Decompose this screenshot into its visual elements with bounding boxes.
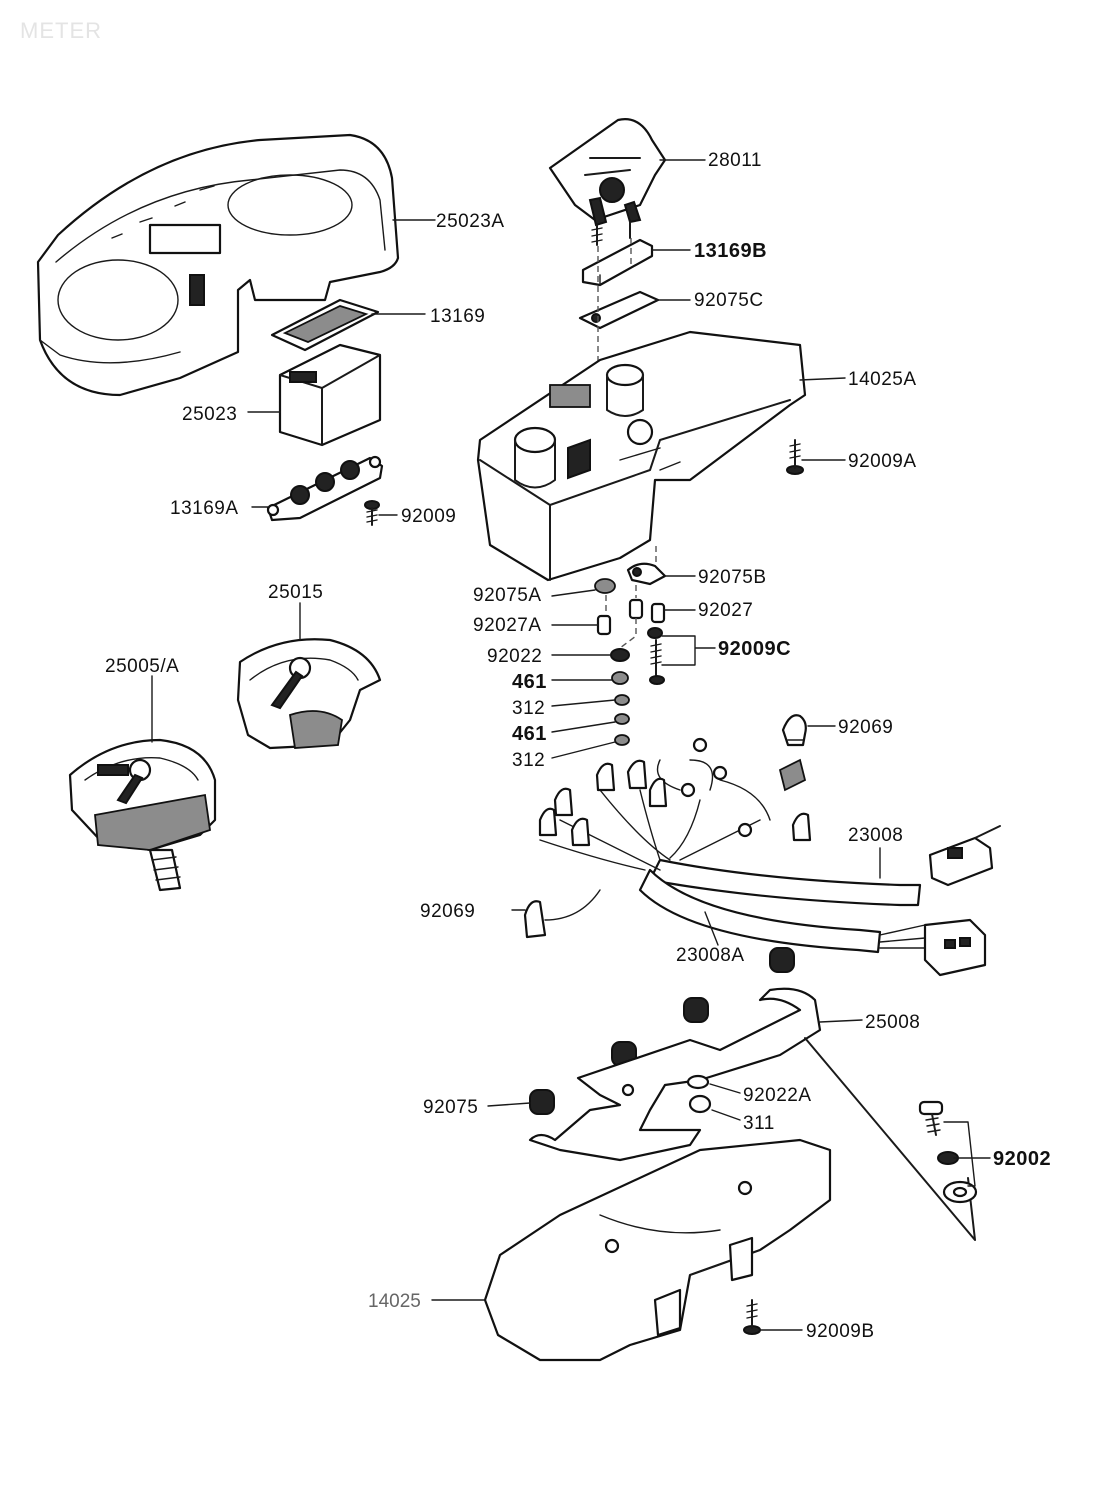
label-92075C: 92075C <box>694 290 764 311</box>
fastener-stack-drawing <box>594 562 667 746</box>
label-25023A: 25023A <box>436 211 505 232</box>
wiring-harness-drawing <box>523 737 1001 977</box>
screw-92009B-drawing <box>743 1299 761 1335</box>
label-25015: 25015 <box>268 582 323 603</box>
lamp-assembly-28011-drawing <box>548 118 667 227</box>
label-14025A: 14025A <box>848 369 917 390</box>
leader-lines <box>151 159 991 1331</box>
label-23008: 23008 <box>848 825 903 846</box>
screw-92009A-drawing <box>786 439 804 475</box>
label-92009: 92009 <box>401 506 456 527</box>
label-25005A: 25005/A <box>105 656 179 677</box>
label-92002: 92002 <box>993 1148 1051 1170</box>
page-header-title: METER <box>20 18 102 43</box>
label-311: 311 <box>743 1113 775 1134</box>
screw-92009-drawing <box>364 500 380 526</box>
label-92009B: 92009B <box>806 1321 875 1342</box>
label-461-lower: 461 <box>512 723 547 745</box>
label-312-lower: 312 <box>512 750 545 771</box>
label-92069-lower: 92069 <box>420 901 475 922</box>
label-92009A: 92009A <box>848 451 917 472</box>
meter-25015-drawing <box>236 638 382 750</box>
indicator-block-25023-drawing <box>278 343 382 447</box>
label-13169A: 13169A <box>170 498 239 519</box>
bottom-cover-14025-drawing <box>483 1138 832 1362</box>
label-461-upper: 461 <box>512 671 547 693</box>
label-92075: 92075 <box>423 1097 478 1118</box>
label-312-upper: 312 <box>512 698 545 719</box>
bracket-25008-drawing <box>528 987 822 1162</box>
meter-case-14025A-drawing <box>476 330 807 582</box>
label-13169B: 13169B <box>694 240 767 262</box>
label-92075A: 92075A <box>473 585 542 606</box>
label-92009C: 92009C <box>718 638 791 660</box>
label-92022A: 92022A <box>743 1085 812 1106</box>
label-92027: 92027 <box>698 600 753 621</box>
label-92075B: 92075B <box>698 567 767 588</box>
socket-bracket-13169A-drawing <box>266 455 384 522</box>
label-25023: 25023 <box>182 404 237 425</box>
meter-25005A-drawing <box>68 738 217 892</box>
bolt-92002-drawing <box>918 1100 978 1204</box>
bulb-92069-drawing <box>781 714 807 747</box>
label-28011: 28011 <box>708 150 762 171</box>
label-92022: 92022 <box>487 646 542 667</box>
plate-92075C-drawing <box>578 290 660 330</box>
label-14025: 14025 <box>368 1291 421 1312</box>
label-25008: 25008 <box>865 1012 920 1033</box>
label-23008A: 23008A <box>676 945 745 966</box>
bracket-13169B-drawing <box>581 238 654 287</box>
meter-housing-cover-drawing <box>36 133 400 397</box>
label-92027A: 92027A <box>473 615 542 636</box>
label-13169: 13169 <box>430 306 485 327</box>
label-92069-upper: 92069 <box>838 717 893 738</box>
gasket-13169-drawing <box>270 298 380 352</box>
grommets-drawing <box>529 947 795 1115</box>
